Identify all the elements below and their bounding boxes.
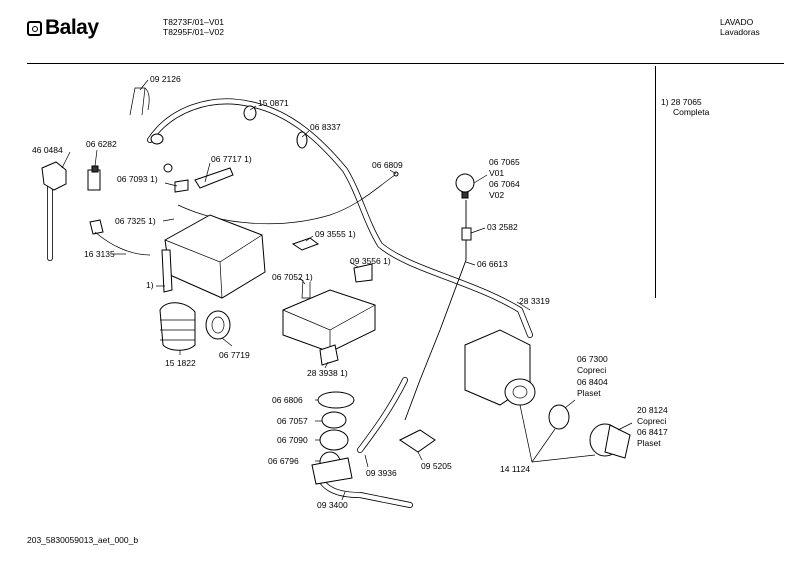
part-067719: 06 7719 [219,350,250,360]
part-067090: 06 7090 [277,435,308,445]
part-283319: 28 3319 [519,296,550,306]
legend-note: 1) 28 7065 Completa [661,97,709,117]
brand-name: Balay [45,16,99,39]
part-067052: 06 7052 1) [272,272,313,282]
dispenser-housing [161,214,266,299]
header-divider [27,63,784,64]
document-id: 203_5830059013_aet_000_b [27,535,139,545]
tube-clamp-2 [296,131,308,149]
bellows-hose [159,302,196,351]
part-067093: 06 7093 1) [117,174,158,184]
sump-ring-7057 [321,411,347,429]
model-2: T8295F/01–V02 [163,27,224,37]
washer-ring [163,163,173,173]
subcategory: Lavadoras [720,27,760,37]
pump-filter [589,423,631,459]
part-141124: 14 1124 [500,464,531,474]
part-v01: V01 [489,168,505,178]
legend-note-text: Completa [673,107,710,117]
part-066282: 06 6282 [86,139,117,149]
hook-7052 [301,279,311,299]
part-150871: 15 0871 [258,98,289,108]
part-067717: 06 7717 1) [211,154,252,164]
tube-connector [461,227,472,241]
drain-hose [357,377,408,453]
part-095205: 09 5205 [421,461,452,471]
part-plaset-1: Plaset [577,388,601,398]
part-163135: 16 3135 [84,249,115,259]
tube-clamp [243,105,257,121]
part-093936: 09 3936 [366,468,397,478]
part-066613: 06 6613 [477,259,508,269]
small-tube [94,231,151,256]
part-v02: V02 [489,190,505,200]
inlet-valve-cap [91,165,99,173]
model-1: T8273F/01–V01 [163,17,224,27]
part-copreci-2: Copreci [637,416,667,426]
part-066796: 06 6796 [268,456,299,466]
part-092126: 09 2126 [150,74,181,84]
part-093400: 09 3400 [317,500,348,510]
supply-tube [147,98,533,338]
hose-clamp [399,429,436,453]
legend-divider [655,66,656,298]
tube-end [150,133,164,145]
part-plaset-2: Plaset [637,438,661,448]
category: LAVADO [720,17,754,27]
part-copreci-1: Copreci [577,365,607,375]
part-067325: 06 7325 1) [115,216,156,226]
inlet-hose [41,161,67,261]
part-460484: 46 0484 [32,145,63,155]
small-pipe [89,219,104,235]
part-067057: 06 7057 [277,416,308,426]
part-066809: 06 6809 [372,160,403,170]
part-208124: 20 8124 [637,405,668,415]
cover-3556 [353,263,373,283]
part-note-1: 1) [146,280,154,290]
part-068404: 06 8404 [577,377,608,387]
pump-oring [548,404,570,430]
legend-note-ref: 1) 28 7065 [661,97,702,107]
pressure-tube-in [404,200,467,421]
pressure-switch [455,173,475,193]
inlet-valve [87,169,101,191]
hook-bracket [129,87,150,116]
pressure-tube [404,200,467,421]
seal-ring-inner [211,316,225,334]
leader-lines [61,79,633,501]
part-068337: 06 8337 [310,122,341,132]
part-093555: 09 3555 1) [315,229,356,239]
sump-ring-6806 [317,391,355,409]
part-032582: 03 2582 [487,222,518,232]
seal-ring [205,310,231,340]
part-068417: 06 8417 [637,427,668,437]
part-066806: 06 6806 [272,395,303,405]
clip-part [174,179,189,193]
brand-logo: Balay [27,16,99,40]
part-067300: 06 7300 [577,354,608,364]
sump-ring-7090 [319,429,349,451]
part-283938: 28 3938 1) [307,368,348,378]
sump-body [311,457,413,508]
part-093556: 09 3556 1) [350,256,391,266]
model-list: T8273F/01–V01 T8295F/01–V02 [163,17,224,37]
clip-3555 [291,237,320,251]
mount-bracket [194,167,234,189]
part-067064: 06 7064 [489,179,520,189]
part-151822: 15 1822 [165,358,196,368]
detergent-drawer [282,289,376,366]
drain-pump [464,329,536,406]
category-block: LAVADO Lavadoras [720,17,760,37]
brand-logo-icon [27,20,42,36]
pressure-switch-port [461,191,469,199]
part-067065: 06 7065 [489,157,520,167]
